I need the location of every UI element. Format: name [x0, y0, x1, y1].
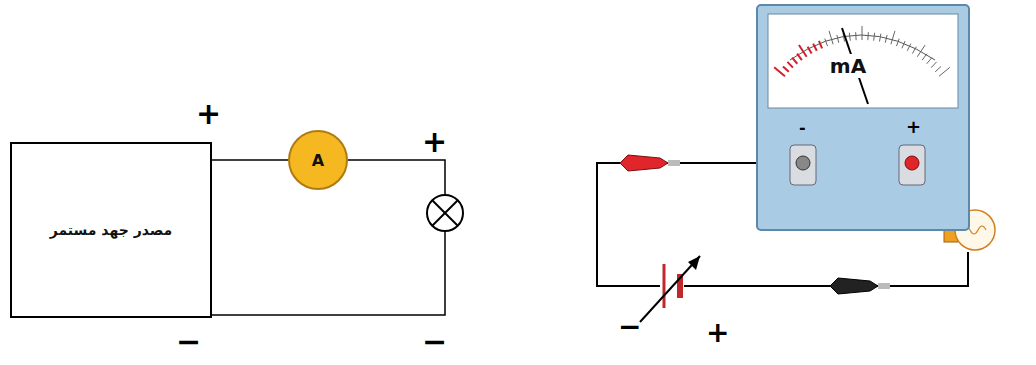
- meter-dial: mA: [820, 52, 876, 80]
- wire: [212, 159, 288, 161]
- polarity-sign: +: [196, 96, 221, 131]
- node-text: مصدر جهد مستمر: [50, 222, 173, 238]
- lamp-symbol: [427, 195, 463, 231]
- node-text: A: [312, 151, 324, 170]
- battery-sign: +: [706, 316, 729, 349]
- ammeter-symbol: A: [288, 130, 348, 190]
- node-text: mA: [827, 54, 869, 78]
- terminal-sign: -: [799, 118, 806, 137]
- milliammeter-body: [757, 5, 969, 230]
- polarity-sign: −: [176, 324, 201, 359]
- battery-symbol: [640, 256, 700, 322]
- battery-sign: −: [618, 310, 641, 343]
- voltage-source-box: مصدر جهد مستمر: [10, 142, 212, 318]
- polarity-sign: +: [422, 124, 447, 159]
- terminal-sign: +: [906, 116, 921, 137]
- polarity-sign: −: [422, 324, 447, 359]
